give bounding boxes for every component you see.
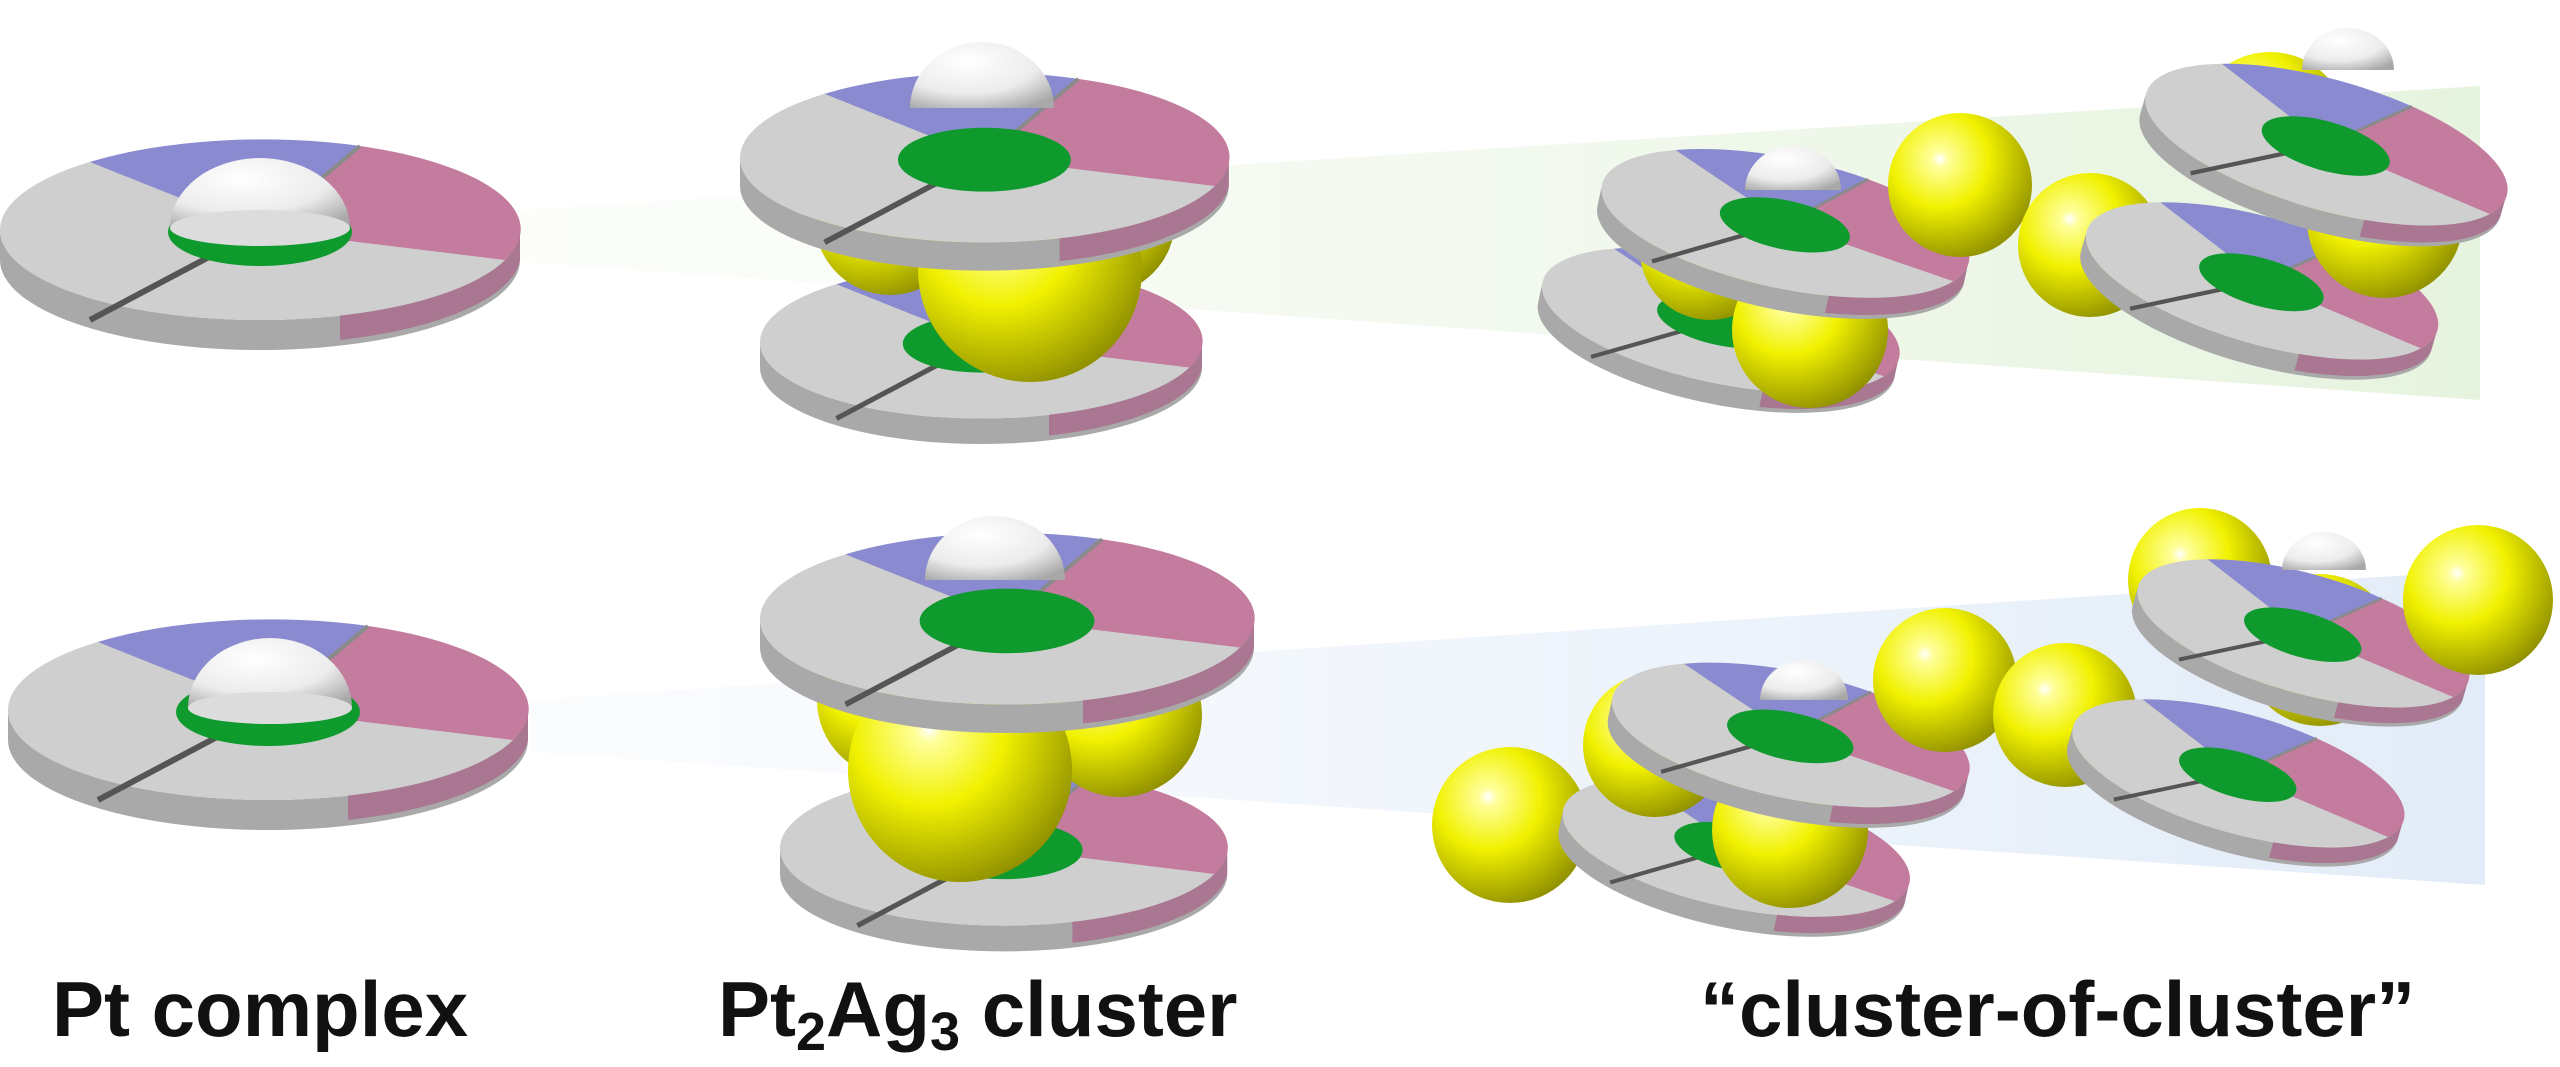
- caption-cluster-of-cluster: “cluster-of-cluster”: [1700, 965, 2416, 1053]
- pt-complex-top: [0, 139, 521, 350]
- pt-complex-bottom: [8, 619, 529, 830]
- caption-sub-3: 3: [930, 1002, 961, 1062]
- caption-cluster-word: cluster: [960, 965, 1238, 1053]
- caption-pt-complex: Pt complex: [52, 965, 469, 1053]
- cluster-top: [740, 42, 1229, 444]
- caption-sub-2: 2: [796, 1002, 827, 1062]
- cluster-of-cluster-top: [1525, 28, 2524, 440]
- caption-ag: Ag: [826, 965, 931, 1053]
- caption-pt2ag3-cluster: Pt2Ag3 cluster: [718, 970, 1238, 1059]
- cluster-bottom: [760, 516, 1255, 951]
- caption-pt: Pt: [718, 965, 796, 1053]
- cluster-of-cluster-bottom: [1432, 508, 2553, 963]
